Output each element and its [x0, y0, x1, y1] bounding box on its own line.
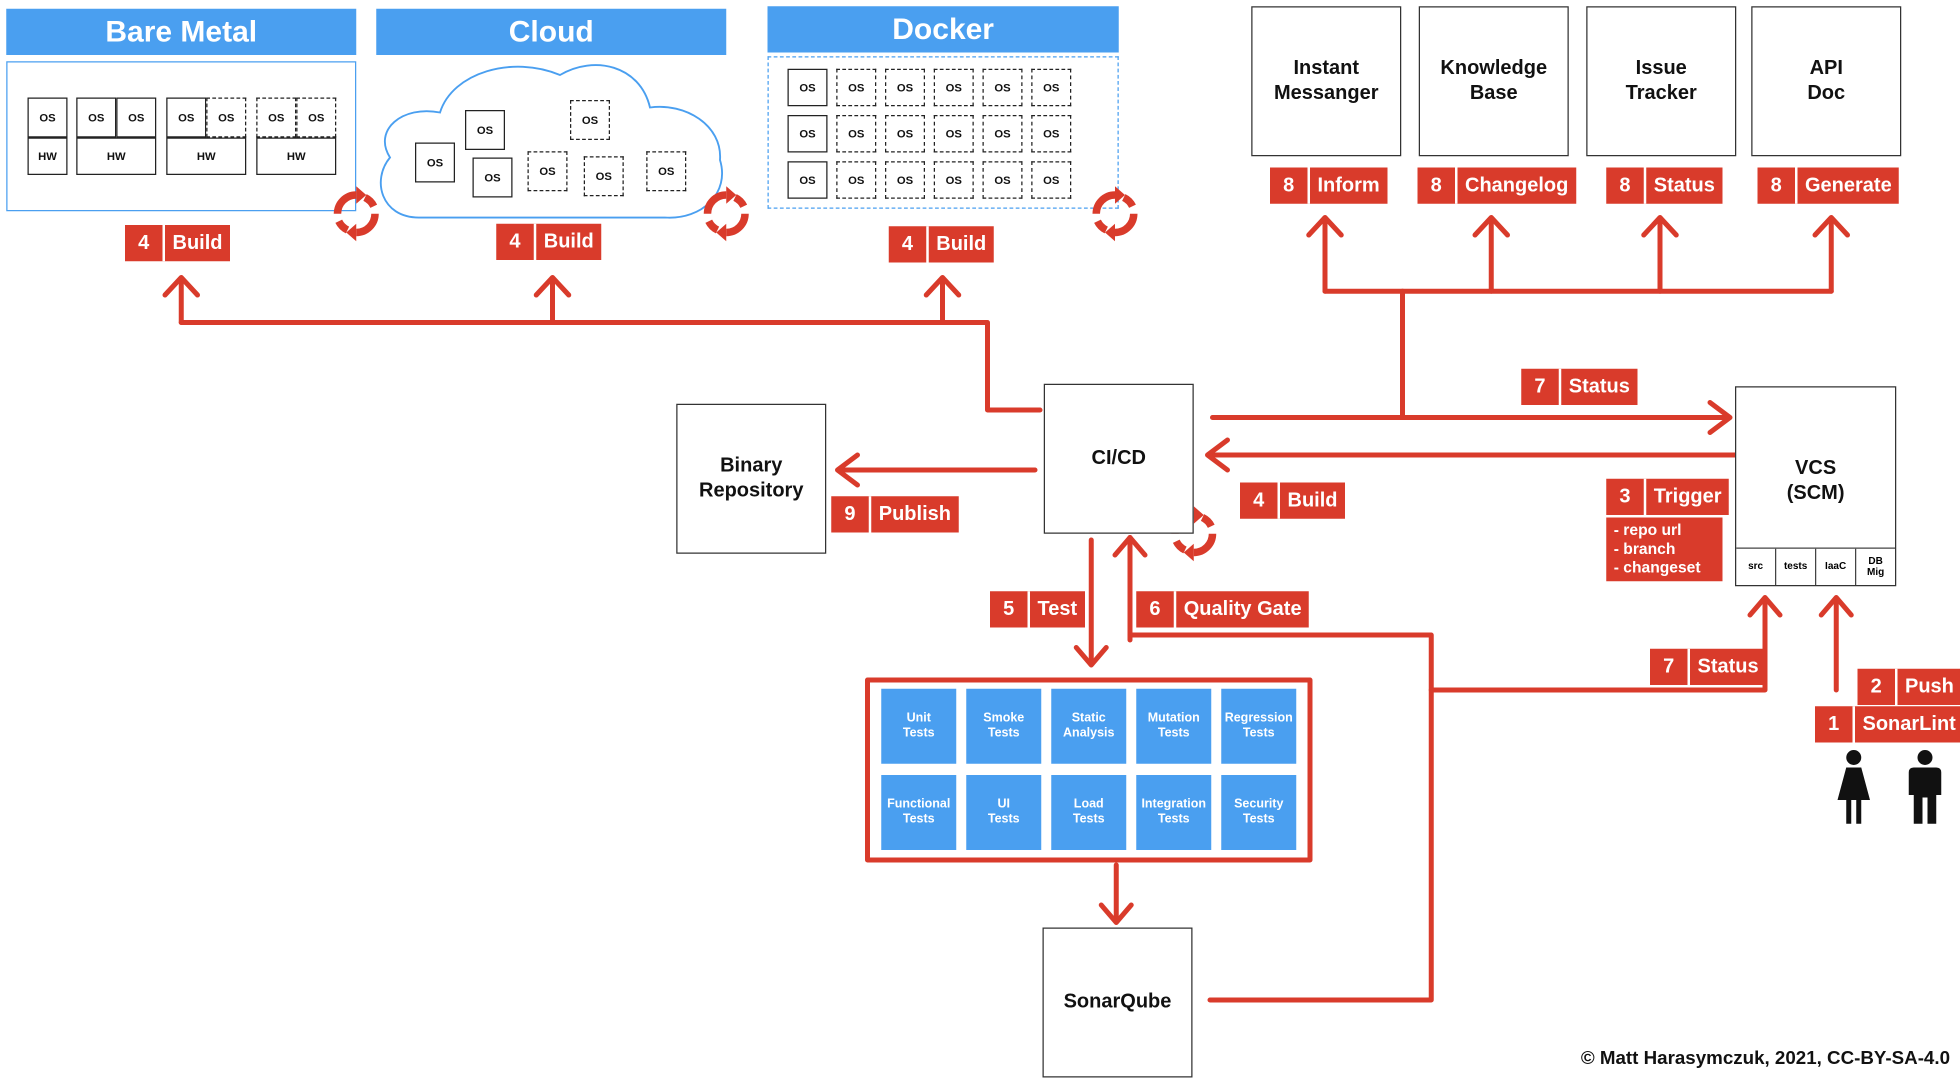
- os-box: OS: [28, 98, 68, 138]
- test-type-box: Smoke Tests: [966, 689, 1041, 764]
- vcs-cell: DB Mig: [1856, 549, 1895, 585]
- os-box: OS: [788, 69, 828, 107]
- os-box: OS: [836, 115, 876, 153]
- os-box: OS: [1031, 69, 1071, 107]
- hw-box: HW: [76, 138, 156, 176]
- test-type-box: Unit Tests: [881, 689, 956, 764]
- sonarqube-box: SonarQube: [1043, 928, 1193, 1078]
- os-box: OS: [116, 98, 156, 138]
- cloud-shape-icon: [375, 58, 730, 226]
- trigger-details: - repo url - branch - changeset: [1606, 518, 1722, 582]
- cicd-box: CI/CD: [1044, 384, 1194, 534]
- cloud-title: Cloud: [376, 9, 726, 55]
- os-box: OS: [465, 110, 505, 150]
- hw-box: HW: [256, 138, 336, 176]
- test-type-box: Load Tests: [1051, 775, 1126, 850]
- api-doc-box: API Doc: [1751, 6, 1901, 156]
- os-box: OS: [528, 151, 568, 191]
- issue-tracker-box: Issue Tracker: [1586, 6, 1736, 156]
- test-type-box: Integration Tests: [1136, 775, 1211, 850]
- test-type-box: Security Tests: [1221, 775, 1296, 850]
- vcs-cell: src: [1736, 549, 1776, 585]
- test-type-box: Mutation Tests: [1136, 689, 1211, 764]
- os-box: OS: [76, 98, 116, 138]
- test-type-box: Static Analysis: [1051, 689, 1126, 764]
- os-box: OS: [1031, 161, 1071, 199]
- os-box: OS: [885, 161, 925, 199]
- os-box: OS: [983, 115, 1023, 153]
- vcs-label: VCS (SCM): [1736, 413, 1895, 551]
- os-box: OS: [646, 151, 686, 191]
- instant-messenger-box: Instant Messanger: [1251, 6, 1401, 156]
- os-box: OS: [788, 115, 828, 153]
- os-box: OS: [934, 115, 974, 153]
- os-box: OS: [836, 161, 876, 199]
- os-box: OS: [256, 98, 296, 138]
- vcs-cell: tests: [1776, 549, 1816, 585]
- os-box: OS: [570, 100, 610, 140]
- knowledge-base-box: Knowledge Base: [1419, 6, 1569, 156]
- test-type-box: UI Tests: [966, 775, 1041, 850]
- bare-metal-title: Bare Metal: [6, 9, 356, 55]
- build-distribution-line: [181, 323, 1040, 411]
- os-box: OS: [836, 69, 876, 107]
- os-box: OS: [584, 156, 624, 196]
- os-box: OS: [415, 143, 455, 183]
- male-user-icon: [1908, 750, 1943, 825]
- hw-box: HW: [166, 138, 246, 176]
- test-type-box: Functional Tests: [881, 775, 956, 850]
- os-box: OS: [885, 69, 925, 107]
- os-box: OS: [934, 69, 974, 107]
- female-user-icon: [1835, 750, 1873, 825]
- bare-metal-panel: OS HW OS OS HW OS OS HW OS OS HW: [6, 61, 356, 211]
- os-box: OS: [166, 98, 206, 138]
- os-box: OS: [473, 158, 513, 198]
- os-box: OS: [983, 69, 1023, 107]
- os-box: OS: [296, 98, 336, 138]
- os-box: OS: [206, 98, 246, 138]
- hw-box: HW: [28, 138, 68, 176]
- os-box: OS: [1031, 115, 1071, 153]
- copyright-text: © Matt Harasymczuk, 2021, CC-BY-SA-4.0: [1475, 1048, 1950, 1069]
- cycle-icon: [1086, 185, 1144, 243]
- docker-title: Docker: [768, 6, 1119, 52]
- os-box: OS: [983, 161, 1023, 199]
- cycle-icon: [328, 185, 386, 243]
- vcs-cell: IaaC: [1816, 549, 1856, 585]
- cycle-icon: [698, 185, 756, 243]
- os-box: OS: [885, 115, 925, 153]
- os-box: OS: [788, 161, 828, 199]
- binary-repository-box: Binary Repository: [676, 404, 826, 554]
- os-box: OS: [934, 161, 974, 199]
- test-type-box: Regression Tests: [1221, 689, 1296, 764]
